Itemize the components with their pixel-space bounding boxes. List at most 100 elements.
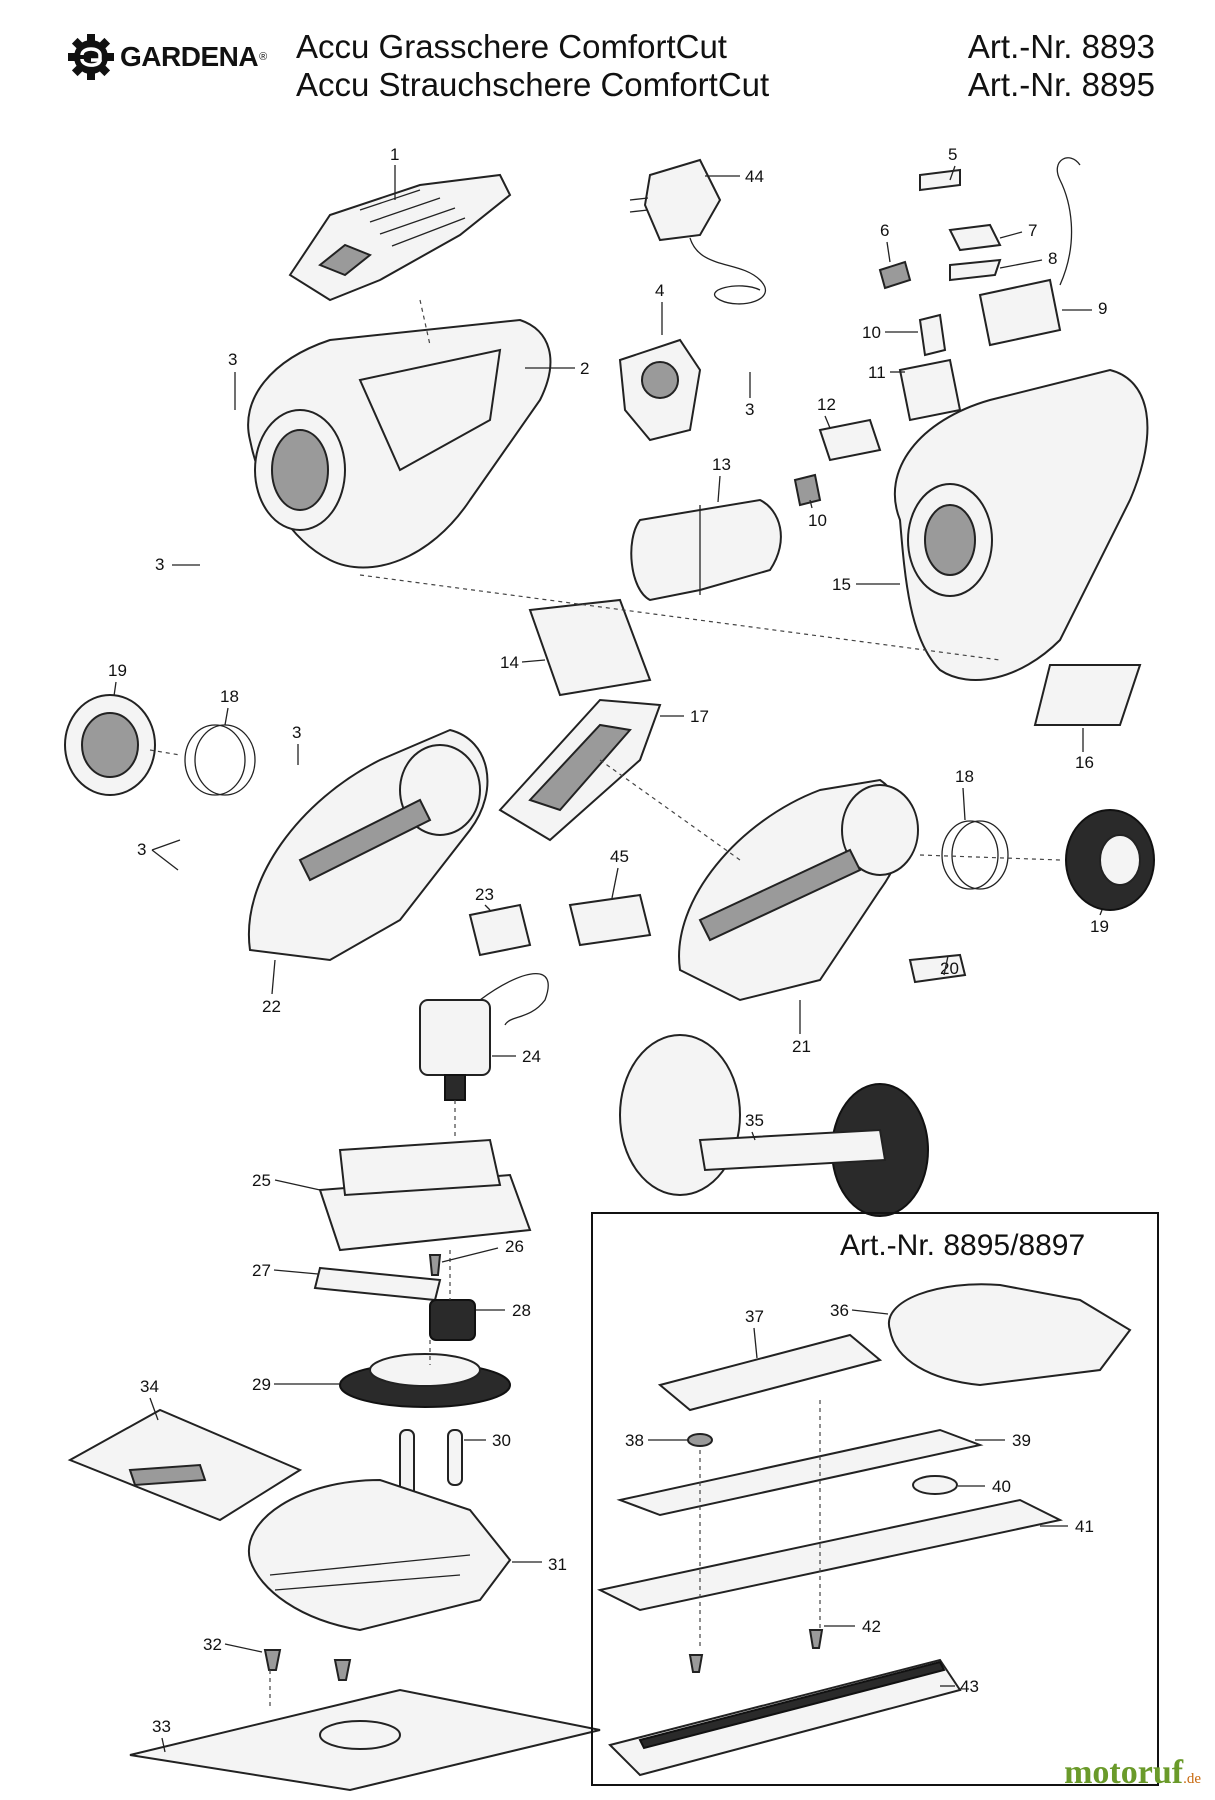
callout-30: 30 bbox=[492, 1431, 511, 1450]
callout-29: 29 bbox=[252, 1375, 271, 1394]
part-37-cover-strip bbox=[657, 1333, 883, 1412]
product-title-1: Accu Grasschere ComfortCut bbox=[296, 28, 727, 65]
part-18-spring-right bbox=[941, 820, 1009, 890]
callout-2: 2 bbox=[580, 359, 589, 378]
callout-20: 20 bbox=[940, 959, 959, 978]
callout-13: 13 bbox=[712, 455, 731, 474]
callout-43: 43 bbox=[960, 1677, 979, 1696]
callout-32: 32 bbox=[203, 1635, 222, 1654]
part-23-slider bbox=[468, 903, 532, 957]
part-33-grass-blade bbox=[129, 1688, 601, 1792]
callout-27: 27 bbox=[252, 1261, 271, 1280]
part-36-hedge-housing bbox=[887, 1283, 1132, 1387]
part-45-switch bbox=[568, 893, 652, 947]
callout-22: 22 bbox=[262, 997, 281, 1016]
callout-24: 24 bbox=[522, 1047, 541, 1066]
callout-labels: 1 2 3 3 3 3 3 4 5 6 7 8 9 10 10 11 12 1 bbox=[108, 145, 1109, 1753]
product-titles: Accu Grasschere ComfortCut Accu Strauchs… bbox=[296, 28, 769, 104]
callout-3-b: 3 bbox=[155, 555, 164, 574]
assembly-lines bbox=[149, 299, 1061, 1710]
callout-21: 21 bbox=[792, 1037, 811, 1056]
part-44-charger bbox=[629, 158, 767, 305]
article-numbers: Art.-Nr. 8893 Art.-Nr. 8895 bbox=[968, 28, 1155, 104]
callout-10-a: 10 bbox=[862, 323, 881, 342]
callout-45: 45 bbox=[610, 847, 629, 866]
part-14-circuit-board bbox=[528, 598, 652, 697]
callout-11: 11 bbox=[868, 363, 886, 382]
page-header: GARDENA® Accu Grasschere ComfortCut Accu… bbox=[0, 0, 1215, 120]
part-30-pins bbox=[399, 1429, 463, 1501]
part-19-knob-left bbox=[64, 694, 156, 796]
part-42-screws bbox=[688, 1629, 824, 1673]
callout-33: 33 bbox=[152, 1717, 171, 1736]
callout-37: 37 bbox=[745, 1307, 764, 1326]
watermark-name: motoruf bbox=[1064, 1754, 1184, 1791]
callout-6: 6 bbox=[880, 221, 889, 240]
part-20-insert bbox=[908, 953, 967, 984]
callout-10-b: 10 bbox=[808, 511, 827, 530]
part-38-washer bbox=[687, 1433, 713, 1447]
part-17-cover-plate bbox=[498, 698, 662, 842]
article-number-2: Art.-Nr. 8895 bbox=[967, 66, 1155, 103]
part-19-knob-right bbox=[1065, 809, 1155, 911]
callout-38: 38 bbox=[625, 1431, 644, 1450]
watermark-tld: .de bbox=[1183, 1771, 1201, 1787]
part-41-blade-lower bbox=[597, 1498, 1063, 1612]
part-13-battery-pack bbox=[630, 498, 782, 602]
callout-34: 34 bbox=[140, 1377, 159, 1396]
part-2-housing-left bbox=[247, 318, 552, 569]
inset-title: Art.-Nr. 8895/8897 bbox=[840, 1229, 1085, 1262]
callout-3-a: 3 bbox=[228, 350, 237, 369]
article-number-1: Art.-Nr. 8893 bbox=[967, 28, 1155, 65]
callout-44: 44 bbox=[745, 167, 764, 186]
callout-42: 42 bbox=[862, 1617, 881, 1636]
brand-name: GARDENA bbox=[120, 41, 259, 72]
callout-3-e: 3 bbox=[137, 840, 146, 859]
part-25-gear-housing bbox=[318, 1138, 532, 1252]
callout-9: 9 bbox=[1098, 299, 1107, 318]
callout-3-d: 3 bbox=[292, 723, 301, 742]
part-29-gear bbox=[339, 1353, 511, 1408]
switch-components bbox=[793, 157, 1081, 507]
part-18-spring-left bbox=[184, 724, 256, 796]
callout-19-b: 19 bbox=[1090, 917, 1109, 936]
gardena-gear-icon bbox=[68, 34, 114, 80]
callout-39: 39 bbox=[1012, 1431, 1031, 1450]
callout-17: 17 bbox=[690, 707, 709, 726]
callout-18-b: 18 bbox=[955, 767, 974, 786]
part-35-wheel-kit bbox=[619, 1034, 929, 1217]
gardena-logo: GARDENA® bbox=[68, 34, 267, 80]
callout-3-c: 3 bbox=[745, 400, 754, 419]
callout-5: 5 bbox=[948, 145, 957, 164]
callout-41: 41 bbox=[1075, 1517, 1094, 1536]
callout-35: 35 bbox=[745, 1111, 764, 1130]
brand-registered-mark: ® bbox=[259, 51, 268, 63]
part-28-pinion bbox=[429, 1299, 476, 1341]
part-1-top-cover bbox=[288, 173, 512, 302]
part-34-blade-guard bbox=[67, 1408, 303, 1522]
callout-7: 7 bbox=[1028, 221, 1037, 240]
part-32-screws bbox=[263, 1649, 352, 1681]
part-31-blade-housing bbox=[247, 1478, 512, 1632]
callout-16: 16 bbox=[1075, 753, 1094, 772]
part-43-blade-guard bbox=[608, 1658, 962, 1777]
callout-4: 4 bbox=[655, 281, 664, 300]
part-16-label bbox=[1033, 664, 1142, 726]
callout-12: 12 bbox=[817, 395, 836, 414]
callout-19-a: 19 bbox=[108, 661, 127, 680]
product-title-2: Accu Strauchschere ComfortCut bbox=[296, 66, 770, 103]
part-15-housing-right bbox=[894, 368, 1149, 681]
part-39-blade-upper bbox=[616, 1428, 984, 1517]
callout-23: 23 bbox=[475, 885, 494, 904]
watermark: motoruf.de bbox=[1064, 1754, 1201, 1792]
callout-40: 40 bbox=[992, 1477, 1011, 1496]
part-26-screw bbox=[428, 1254, 442, 1276]
callout-31: 31 bbox=[548, 1555, 567, 1574]
callout-26: 26 bbox=[505, 1237, 524, 1256]
inset-frame: Art.-Nr. 8895/8897 bbox=[591, 1212, 1159, 1786]
callout-1: 1 bbox=[390, 145, 399, 164]
part-24-motor bbox=[419, 973, 549, 1101]
part-22-body-left bbox=[247, 728, 489, 962]
part-40-ring bbox=[912, 1475, 958, 1495]
